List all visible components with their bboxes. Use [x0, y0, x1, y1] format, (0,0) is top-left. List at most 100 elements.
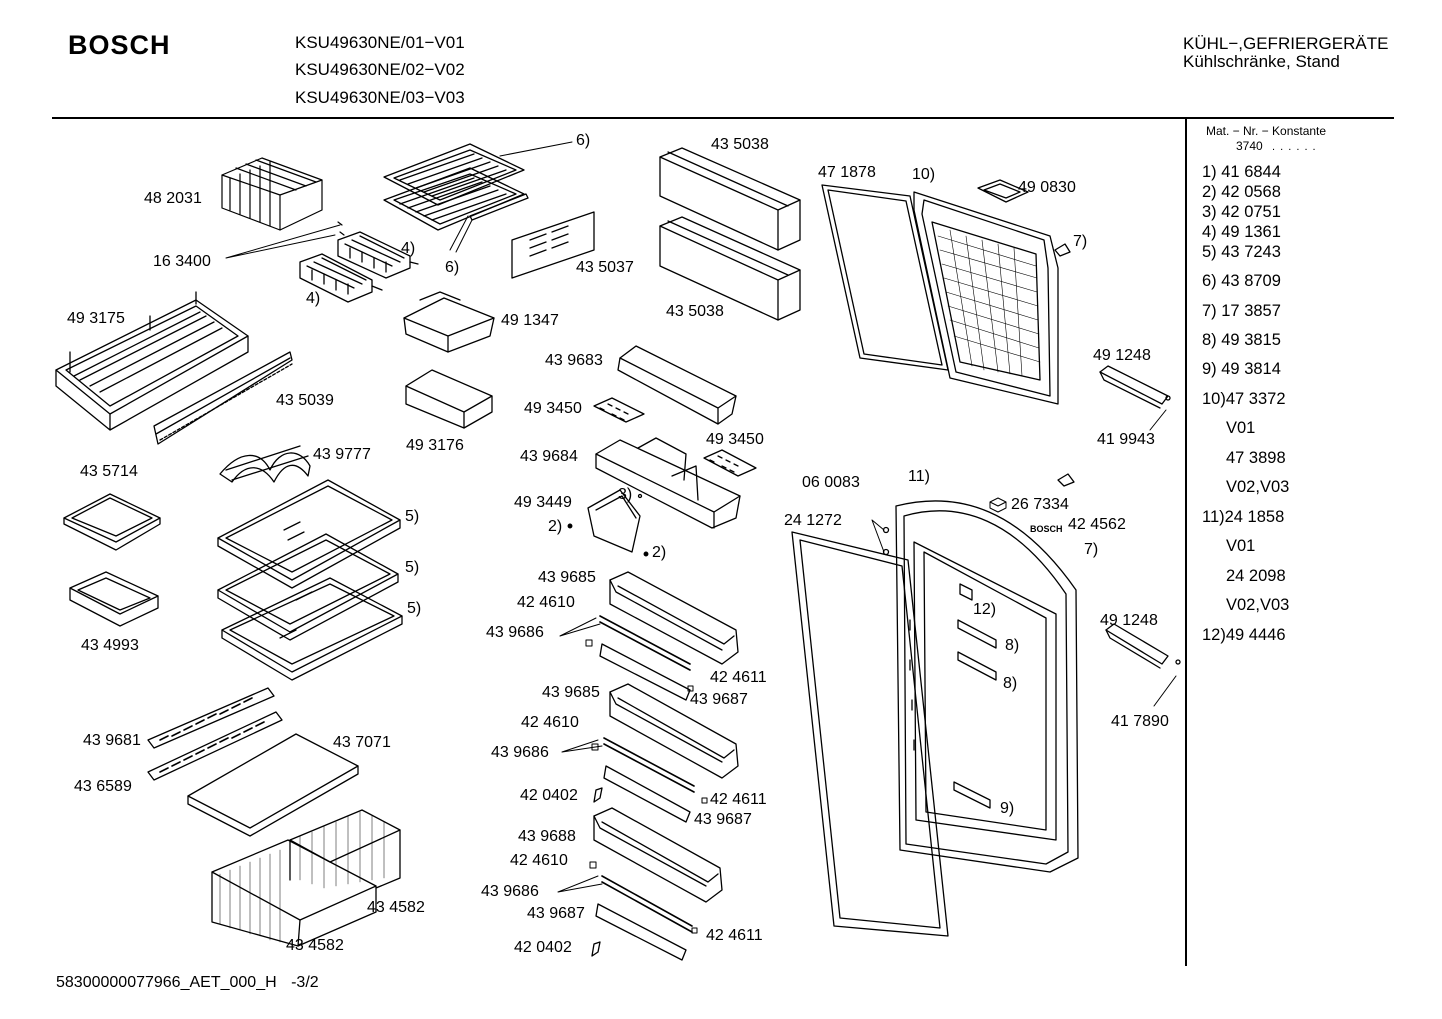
- sidebar-dots: . . . . . .: [1272, 141, 1317, 153]
- crisper-drawer-back-part: [289, 809, 401, 889]
- brand-logo: BOSCH: [68, 30, 171, 60]
- ref-4-lower: 4): [306, 290, 321, 307]
- label-43-9687-middle: 43 9687: [694, 811, 752, 828]
- clear-strips: [595, 643, 691, 961]
- sidebar-header: Mat. − Nr. − Konstante: [1206, 124, 1327, 138]
- label-43-9681: 43 9681: [83, 732, 141, 749]
- sidebar-item: 10)47 3372: [1202, 390, 1286, 408]
- ref-5-first: 5): [405, 508, 420, 525]
- clip-part: [1054, 243, 1071, 257]
- label-43-9688: 43 9688: [518, 828, 576, 845]
- label-42-4611-middle: 42 4611: [710, 791, 767, 808]
- ref-10: 10): [912, 166, 936, 183]
- trim-strips: [599, 615, 695, 933]
- label-43-9683: 43 9683: [545, 352, 603, 369]
- ref-7-upper: 7): [1073, 233, 1088, 250]
- bosch-mini-logo: BOSCH: [1030, 524, 1063, 534]
- ref-7-lower: 7): [1084, 541, 1099, 558]
- flap-part: [587, 489, 641, 553]
- egg-tray-part: [593, 397, 757, 477]
- model-line-2: KSU49630NE/02−V02: [295, 60, 465, 79]
- bottle-rack-part: [617, 345, 737, 425]
- label-49-3450-left: 49 3450: [524, 400, 582, 417]
- label-42-4610-upper: 42 4610: [517, 594, 575, 611]
- evaporator-cover-part: [221, 157, 323, 231]
- ref-5-third: 5): [407, 600, 422, 617]
- freezer-door-part: [913, 179, 1059, 405]
- door-shelf-2-part: [609, 683, 739, 779]
- sidebar-item: V01: [1226, 537, 1256, 555]
- handle-upper-part: [1099, 365, 1169, 409]
- label-43-5714: 43 5714: [80, 463, 138, 480]
- label-43-9777: 43 9777: [313, 446, 371, 463]
- model-line-1: KSU49630NE/01−V01: [295, 33, 465, 52]
- label-43-9687-lower: 43 9687: [527, 905, 585, 922]
- sidebar-item: 3) 42 0751: [1202, 203, 1281, 221]
- door-bin-upper-part: [659, 147, 801, 251]
- label-41-7890: 41 7890: [1111, 713, 1169, 730]
- sidebar-item: V02,V03: [1226, 478, 1290, 496]
- category-title: KÜHL−,GEFRIERGERÄTE: [1183, 34, 1389, 53]
- ref-2-left: 2): [548, 518, 563, 535]
- label-43-9687-upper: 43 9687: [690, 691, 748, 708]
- label-42-0402-lower: 42 0402: [514, 939, 572, 956]
- label-43-9686-middle: 43 9686: [491, 744, 549, 761]
- label-24-1272: 24 1272: [784, 512, 842, 529]
- sidebar-item: 2) 42 0568: [1202, 183, 1281, 201]
- label-48-2031: 48 2031: [144, 190, 202, 207]
- sidebar-item: V01: [1226, 419, 1256, 437]
- category-subtitle: Kühlschränke, Stand: [1183, 52, 1340, 71]
- shelf-rail-upper-part: [147, 687, 275, 749]
- label-49-1248-upper: 49 1248: [1093, 347, 1151, 364]
- divider-plate-part: [511, 211, 595, 279]
- label-43-4582-right: 43 4582: [367, 899, 425, 916]
- label-42-4610-lower: 42 4610: [510, 852, 568, 869]
- label-43-7071: 43 7071: [333, 734, 391, 751]
- sidebar-item: 47 3898: [1226, 449, 1286, 467]
- handle-lower-part: [1105, 623, 1169, 669]
- shelf-strip-part: [153, 351, 293, 445]
- label-43-5039: 43 5039: [276, 392, 334, 409]
- label-42-4611-lower: 42 4611: [706, 927, 763, 944]
- label-43-9686-lower: 43 9686: [481, 883, 539, 900]
- crisper-cover-part: [403, 291, 495, 353]
- footer-doc-id: 58300000077966_AET_000_H -3/2: [56, 974, 319, 992]
- label-42-4610-middle: 42 4610: [521, 714, 579, 731]
- label-49-3449: 49 3449: [514, 494, 572, 511]
- label-26-7334: 26 7334: [1011, 496, 1069, 513]
- sidebar-item: 6) 43 8709: [1202, 272, 1281, 290]
- label-49-1248-lower: 49 1248: [1100, 612, 1158, 629]
- label-43-6589: 43 6589: [74, 778, 132, 795]
- egg-holder-part: [595, 437, 741, 529]
- glass-shelf-3-part: [221, 577, 403, 681]
- wine-rack-part: [219, 445, 311, 483]
- label-43-4993: 43 4993: [81, 637, 139, 654]
- crisper-shelf-part: [55, 291, 249, 431]
- label-49-1347: 49 1347: [501, 312, 559, 329]
- dish-tray-part: [63, 493, 161, 551]
- sidebar-item: 4) 49 1361: [1202, 223, 1281, 241]
- label-41-9943: 41 9943: [1097, 431, 1155, 448]
- clip-part-2: [1057, 473, 1075, 487]
- sidebar-rule: [1185, 118, 1187, 966]
- top-shelf-part: [383, 141, 573, 253]
- fridge-door-gasket-part: [791, 531, 949, 937]
- label-47-1878: 47 1878: [818, 164, 876, 181]
- ref-9: 9): [1000, 800, 1015, 817]
- ref-5-second: 5): [405, 559, 420, 576]
- label-43-9686-upper: 43 9686: [486, 624, 544, 641]
- label-49-0830: 49 0830: [1018, 179, 1076, 196]
- label-42-4611-upper: 42 4611: [710, 669, 767, 686]
- label-49-3175: 49 3175: [67, 310, 125, 327]
- sidebar-constant: 3740: [1236, 139, 1263, 153]
- small-tray-2-part: [69, 571, 159, 627]
- label-42-4562: 42 4562: [1068, 516, 1126, 533]
- label-43-5037: 43 5037: [576, 259, 634, 276]
- ref-6-top: 6): [576, 132, 591, 149]
- header-rule: [52, 117, 1394, 119]
- small-tray-part: [405, 369, 493, 429]
- sidebar-item: 12)49 4446: [1202, 626, 1286, 644]
- sidebar-item: 7) 17 3857: [1202, 302, 1281, 320]
- ice-tray-part: [299, 231, 419, 303]
